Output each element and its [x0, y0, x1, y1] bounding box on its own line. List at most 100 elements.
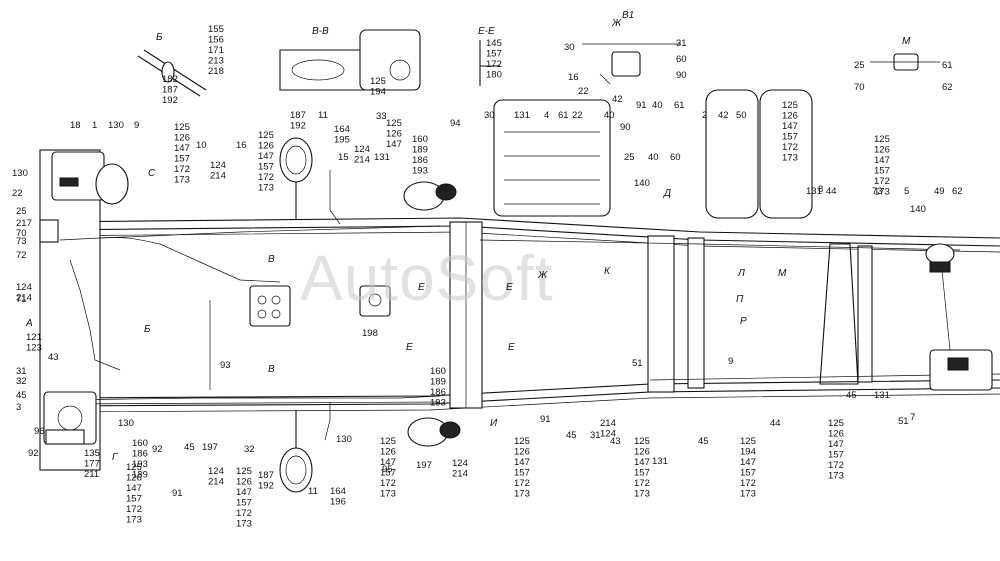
callout-number: 130 — [336, 434, 352, 445]
callout-number: 16 — [236, 140, 247, 151]
valve-block-right — [359, 285, 391, 317]
section-label: И — [490, 418, 498, 429]
callout-number: 11 — [308, 486, 318, 497]
callout-number: 91 — [540, 414, 551, 425]
callout-number: 40 — [604, 110, 615, 121]
callout-number: 73 — [872, 186, 883, 197]
callout-number: 1 — [92, 120, 97, 131]
section-label: М — [778, 268, 787, 279]
spring-brake-chamber-upper — [403, 181, 457, 211]
callout-number: 62 — [942, 82, 953, 93]
callout-number: 51 — [898, 416, 909, 427]
callout-number: 93 — [220, 360, 231, 371]
section-label: Е — [508, 342, 515, 353]
frame-side-rail-lower — [39, 379, 1000, 413]
callout-number: 197 — [416, 460, 432, 471]
callout-number: 32 — [16, 376, 27, 387]
callout-number: 60 — [676, 54, 687, 65]
section-label: Е — [406, 342, 413, 353]
callout-number: 40 — [652, 100, 663, 111]
callout-number: 31 — [16, 366, 27, 377]
callout-number: 130 — [12, 168, 28, 179]
callout-number: 45 — [184, 442, 195, 453]
callout-number: 62 — [952, 186, 963, 197]
callout-number: 92 — [28, 448, 39, 459]
section-label: Ж — [611, 18, 622, 29]
callout-number: 22 — [12, 188, 23, 199]
callout-number: 25 — [624, 152, 635, 163]
section-label: В-В — [312, 26, 329, 37]
callout-number: 131 — [652, 456, 668, 467]
section-label: П — [736, 294, 744, 305]
callout-number: 131 — [374, 152, 390, 163]
callout-number: 43 — [48, 352, 59, 363]
callout-number: 45 — [566, 430, 577, 441]
section-label: К — [604, 266, 611, 277]
section-label: А — [25, 318, 33, 329]
callout-number: 197 — [202, 442, 218, 453]
detail-zh-valve — [582, 43, 680, 85]
callout-number: 9 — [728, 356, 733, 367]
watermark-text: AutoSoft — [300, 242, 554, 314]
callout-number: 42 — [718, 110, 729, 121]
callout-number: 7 — [910, 412, 915, 423]
callout-number: 30 — [484, 110, 495, 121]
section-label: Е-Е — [478, 26, 495, 37]
callout-number: 60 — [670, 152, 681, 163]
callout-number: 72 — [16, 250, 27, 261]
detail-m-valve — [870, 53, 940, 71]
front-left-valve-assembly — [43, 391, 97, 445]
section-label: В — [268, 364, 275, 375]
detail-e-e-bracket — [479, 40, 500, 86]
callout-number: 44 — [770, 418, 781, 429]
callout-number: 49 — [934, 186, 945, 197]
callout-number: 45 — [846, 390, 857, 401]
section-label: С — [148, 168, 156, 179]
callout-number: 131 — [874, 390, 890, 401]
callout-number: 42 — [612, 94, 623, 105]
callout-number: 50 — [736, 110, 747, 121]
callout-number: 140 — [910, 204, 926, 215]
callout-number: 90 — [676, 70, 687, 81]
callout-number: 51 — [632, 358, 643, 369]
section-label: Б — [156, 32, 163, 43]
detail-b-pipe — [137, 49, 207, 97]
callout-number: 73 — [16, 236, 27, 247]
section-label: Ж — [537, 270, 548, 281]
callout-number: 25 — [854, 60, 865, 71]
spring-brake-chamber-lower — [407, 417, 461, 447]
section-label: Г — [112, 452, 119, 463]
callout-number: 96 — [34, 426, 45, 437]
callout-number: 25 — [16, 206, 27, 217]
callout-number: 5 — [904, 186, 909, 197]
detail-v-v-valve — [279, 29, 421, 91]
callout-number: 43 — [610, 436, 621, 447]
callout-number: 30 — [564, 42, 575, 53]
valve-block-center — [249, 285, 291, 327]
callout-number: 91 — [636, 100, 647, 111]
section-label: М — [902, 36, 911, 47]
callout-number: 31 — [590, 430, 601, 441]
section-label: Д — [663, 188, 671, 199]
callout-number: 11 — [318, 110, 328, 121]
callout-number: 8 — [818, 184, 823, 195]
callout-number: 198 — [362, 328, 378, 339]
callout-number: 3 — [16, 402, 21, 413]
callout-number: 71 — [16, 294, 27, 305]
callout-number: 130 — [118, 418, 134, 429]
